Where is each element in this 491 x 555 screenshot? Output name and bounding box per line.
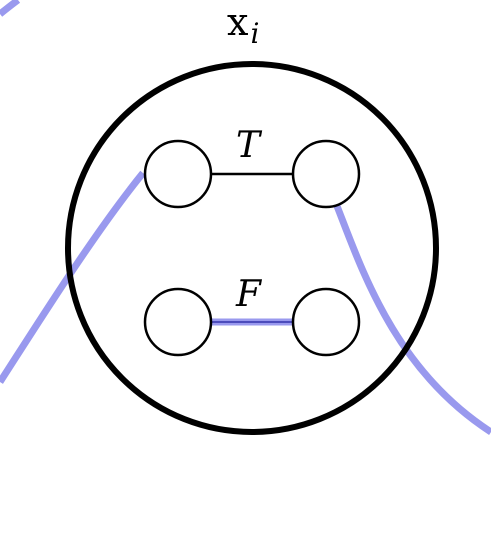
vertex-true-right [291, 139, 361, 209]
edge-false-label: F [235, 274, 263, 315]
gadget-title-subscript: i [250, 17, 259, 50]
gadget-title-base: x [227, 0, 248, 44]
vertex-true-left [143, 139, 213, 209]
vertex-false-left [143, 287, 213, 357]
connection-curve-top-left [0, 0, 21, 17]
connection-curve-right [333, 204, 491, 435]
vertex-false-right [291, 287, 361, 357]
gadget-title: xi [227, 0, 259, 50]
gadget-outer-circle [65, 61, 439, 435]
edge-true-label: T [236, 125, 263, 166]
